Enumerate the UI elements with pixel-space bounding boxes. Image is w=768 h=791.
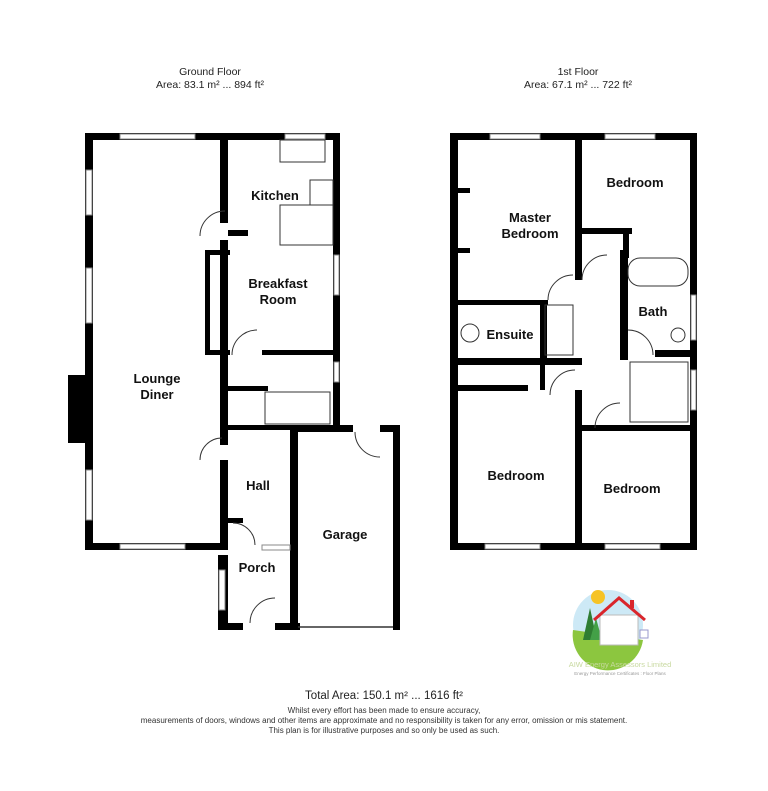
room-label-lounge: Lounge xyxy=(134,371,181,386)
room-label-master-bedroom: Bedroom xyxy=(501,226,558,241)
ground-floor-title: Ground Floor xyxy=(179,66,241,78)
first-floor-area: Area: 67.1 m² ... 722 ft² xyxy=(524,79,632,91)
first-floor-title: 1st Floor xyxy=(557,66,599,78)
room-label-garage: Garage xyxy=(323,527,368,542)
ground-floor-header: Ground Floor Area: 83.1 m² ... 894 ft² xyxy=(90,66,330,92)
room-label-bedroom-se: Bedroom xyxy=(603,481,660,496)
room-label-breakfast: Breakfast xyxy=(248,276,308,291)
room-label-hall: Hall xyxy=(246,478,270,493)
total-area: Total Area: 150.1 m² ... 1616 ft² xyxy=(305,690,463,702)
disclaimer-line: This plan is for illustrative purposes a… xyxy=(268,726,500,735)
disclaimer: Whilst every effort has been made to ens… xyxy=(0,706,768,736)
room-label-bedroom-ne: Bedroom xyxy=(606,175,663,190)
room-label-master: Master xyxy=(509,210,551,225)
first-floor-plan: Bedroom Master Bedroom Ensuite Bath Bedr… xyxy=(450,133,697,550)
logo-tagline: Energy Performance Certificates : Floor … xyxy=(574,671,666,676)
chimney xyxy=(68,375,85,443)
room-label-ensuite: Ensuite xyxy=(487,327,534,342)
room-label-breakfast-2: Room xyxy=(260,292,297,307)
disclaimer-line: measurements of doors, windows and other… xyxy=(140,716,628,725)
logo-company-name: AIW Energy Assessors Limited xyxy=(568,660,672,669)
room-label-porch: Porch xyxy=(239,560,276,575)
room-label-diner: Diner xyxy=(140,387,173,402)
room-label-bedroom-sw: Bedroom xyxy=(487,468,544,483)
first-floor-header: 1st Floor Area: 67.1 m² ... 722 ft² xyxy=(458,66,698,92)
room-label-kitchen: Kitchen xyxy=(251,188,299,203)
ground-floor-plan: Kitchen Breakfast Room Lounge Diner Hall… xyxy=(68,133,400,630)
room-label-bath: Bath xyxy=(639,304,668,319)
disclaimer-line: Whilst every effort has been made to ens… xyxy=(287,706,481,715)
ground-floor-area: Area: 83.1 m² ... 894 ft² xyxy=(156,79,264,91)
company-logo xyxy=(572,590,649,671)
